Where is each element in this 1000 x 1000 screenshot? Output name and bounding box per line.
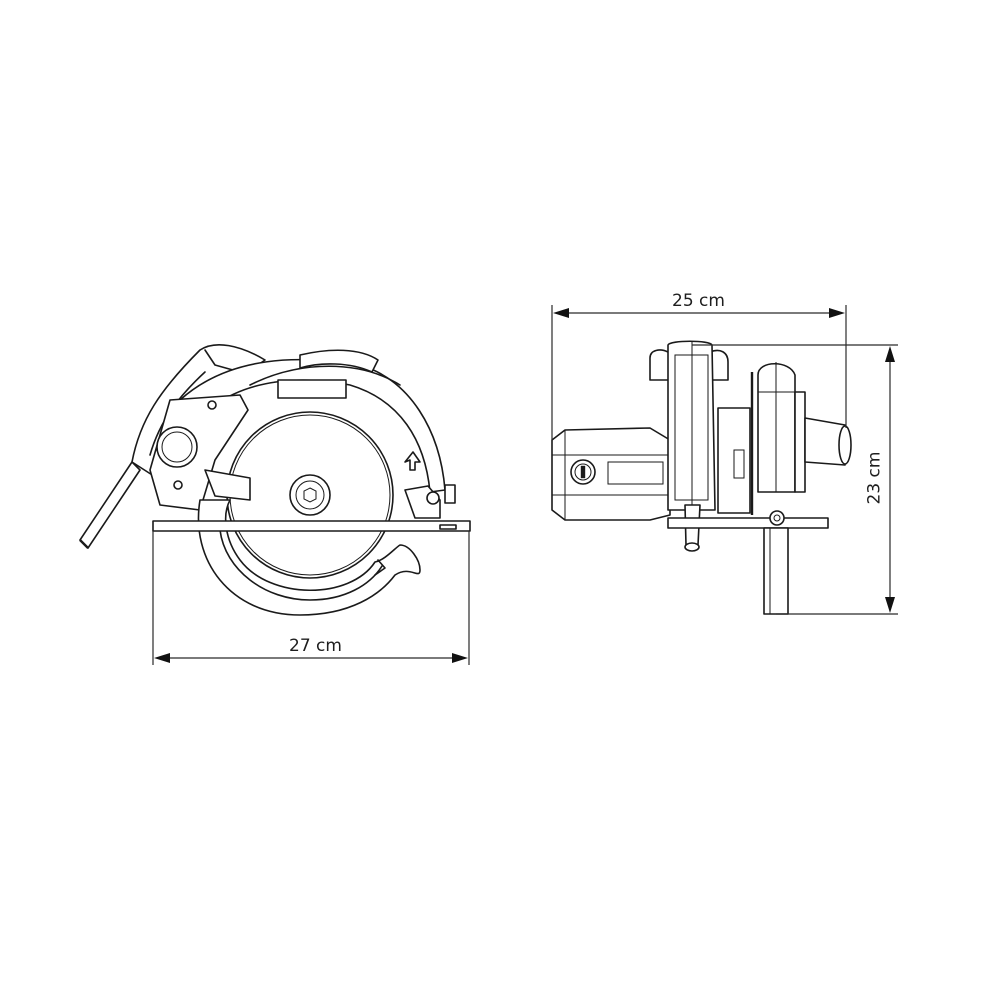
base-plate-front xyxy=(667,510,829,529)
dimension-line-23cm xyxy=(692,344,898,615)
width-label-side-view: 27 cm xyxy=(289,636,342,656)
upper-blade-guard xyxy=(179,349,446,493)
motor-body xyxy=(551,427,671,521)
direction-arrow-icon xyxy=(404,451,421,471)
front-pivot xyxy=(404,484,456,519)
blade-guard-front xyxy=(750,362,806,515)
main-handle xyxy=(649,340,729,515)
lower-blade-guard xyxy=(197,499,421,616)
motor-housing xyxy=(149,394,249,511)
depth-lever xyxy=(204,469,251,501)
dimension-line-27cm xyxy=(152,531,470,665)
width-label-front-view: 25 cm xyxy=(672,291,725,311)
height-label-front-view: 23 cm xyxy=(864,451,885,505)
dimension-line-25cm xyxy=(551,305,847,440)
base-plate xyxy=(152,520,471,532)
blade-edge-front xyxy=(763,527,789,615)
gear-housing xyxy=(717,407,751,514)
power-cord xyxy=(79,461,141,549)
dust-port xyxy=(804,417,852,466)
